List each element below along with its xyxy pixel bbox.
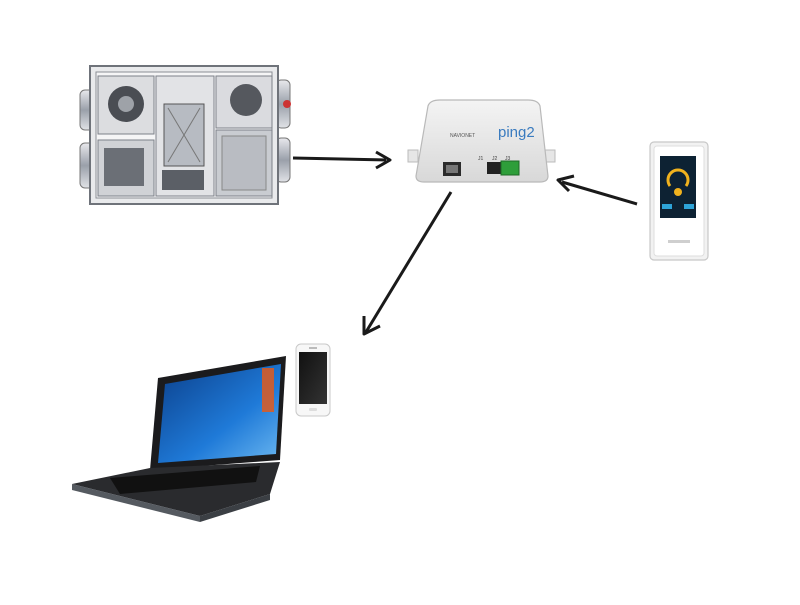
laptop-icon [72,356,286,522]
gateway-brand-text: NAVIONET [450,133,475,139]
arrow-thermostat-to-gateway [556,174,638,206]
hvac-unit-icon [79,65,291,205]
port-label-j2: J2 [492,156,498,162]
gateway-device-icon: NAVIONET ping2 J1 J2 J3 [407,99,556,183]
wall-thermostat-icon [649,141,709,261]
gateway-model-text: ping2 [498,124,535,141]
arrow-gateway-to-laptop [362,191,453,336]
port-label-j1: J1 [478,156,484,162]
smartphone-icon [295,343,331,417]
port-label-j3: J3 [505,156,511,162]
arrow-hvac-to-gateway [292,150,392,170]
